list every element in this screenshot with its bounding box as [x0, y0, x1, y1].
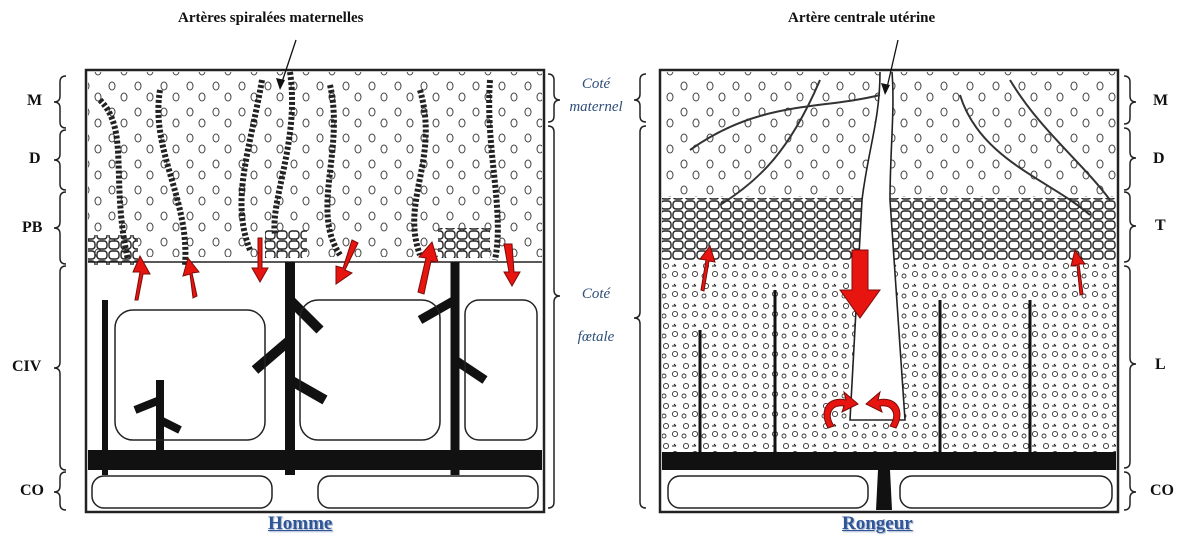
fetal-side-line1: Coté: [556, 286, 636, 303]
left-layer-d: D: [29, 150, 41, 168]
left-layer-pb: PB: [22, 219, 42, 237]
fetal-side-line2: fœtale: [556, 329, 636, 346]
left-layer-co: CO: [20, 482, 44, 500]
left-layer-m: M: [27, 92, 42, 110]
left-diagram-title: Artères spiralées maternelles: [178, 10, 364, 27]
flow-arrow: [418, 242, 438, 294]
right-diagram-title: Artère centrale utérine: [788, 10, 935, 27]
right-title-pointer: [886, 40, 898, 92]
right-layer-co: CO: [1150, 482, 1174, 500]
flow-arrow: [183, 258, 199, 298]
left-layer-brackets: [54, 76, 66, 510]
flow-arrow: [252, 238, 268, 282]
flow-arrow: [133, 256, 150, 300]
flow-arrow: [866, 392, 900, 428]
right-layer-l: L: [1155, 356, 1166, 374]
flow-arrow: [1071, 250, 1085, 295]
right-layer-t: T: [1155, 217, 1166, 235]
flow-arrow: [700, 246, 715, 291]
right-layer-brackets: [1124, 76, 1136, 510]
human-placenta-panel: [86, 70, 544, 512]
maternal-side-line1: Coté: [556, 76, 636, 93]
maternal-side-line2: maternel: [556, 99, 636, 116]
left-title-pointer: [280, 40, 296, 88]
flow-arrow: [336, 240, 358, 284]
rodent-placenta-panel: [660, 70, 1118, 512]
maternal-side-label: Coté maternel: [556, 76, 636, 116]
fetal-side-label: Coté fœtale: [556, 286, 636, 346]
species-label-rodent: Rongeur: [842, 513, 913, 535]
flow-arrow: [504, 244, 520, 286]
species-label-human: Homme: [268, 513, 332, 535]
left-layer-civ: CIV: [12, 358, 41, 376]
right-layer-d: D: [1153, 150, 1165, 168]
right-layer-m: M: [1153, 92, 1168, 110]
flow-arrow: [840, 250, 880, 318]
flow-arrow: [824, 392, 858, 428]
